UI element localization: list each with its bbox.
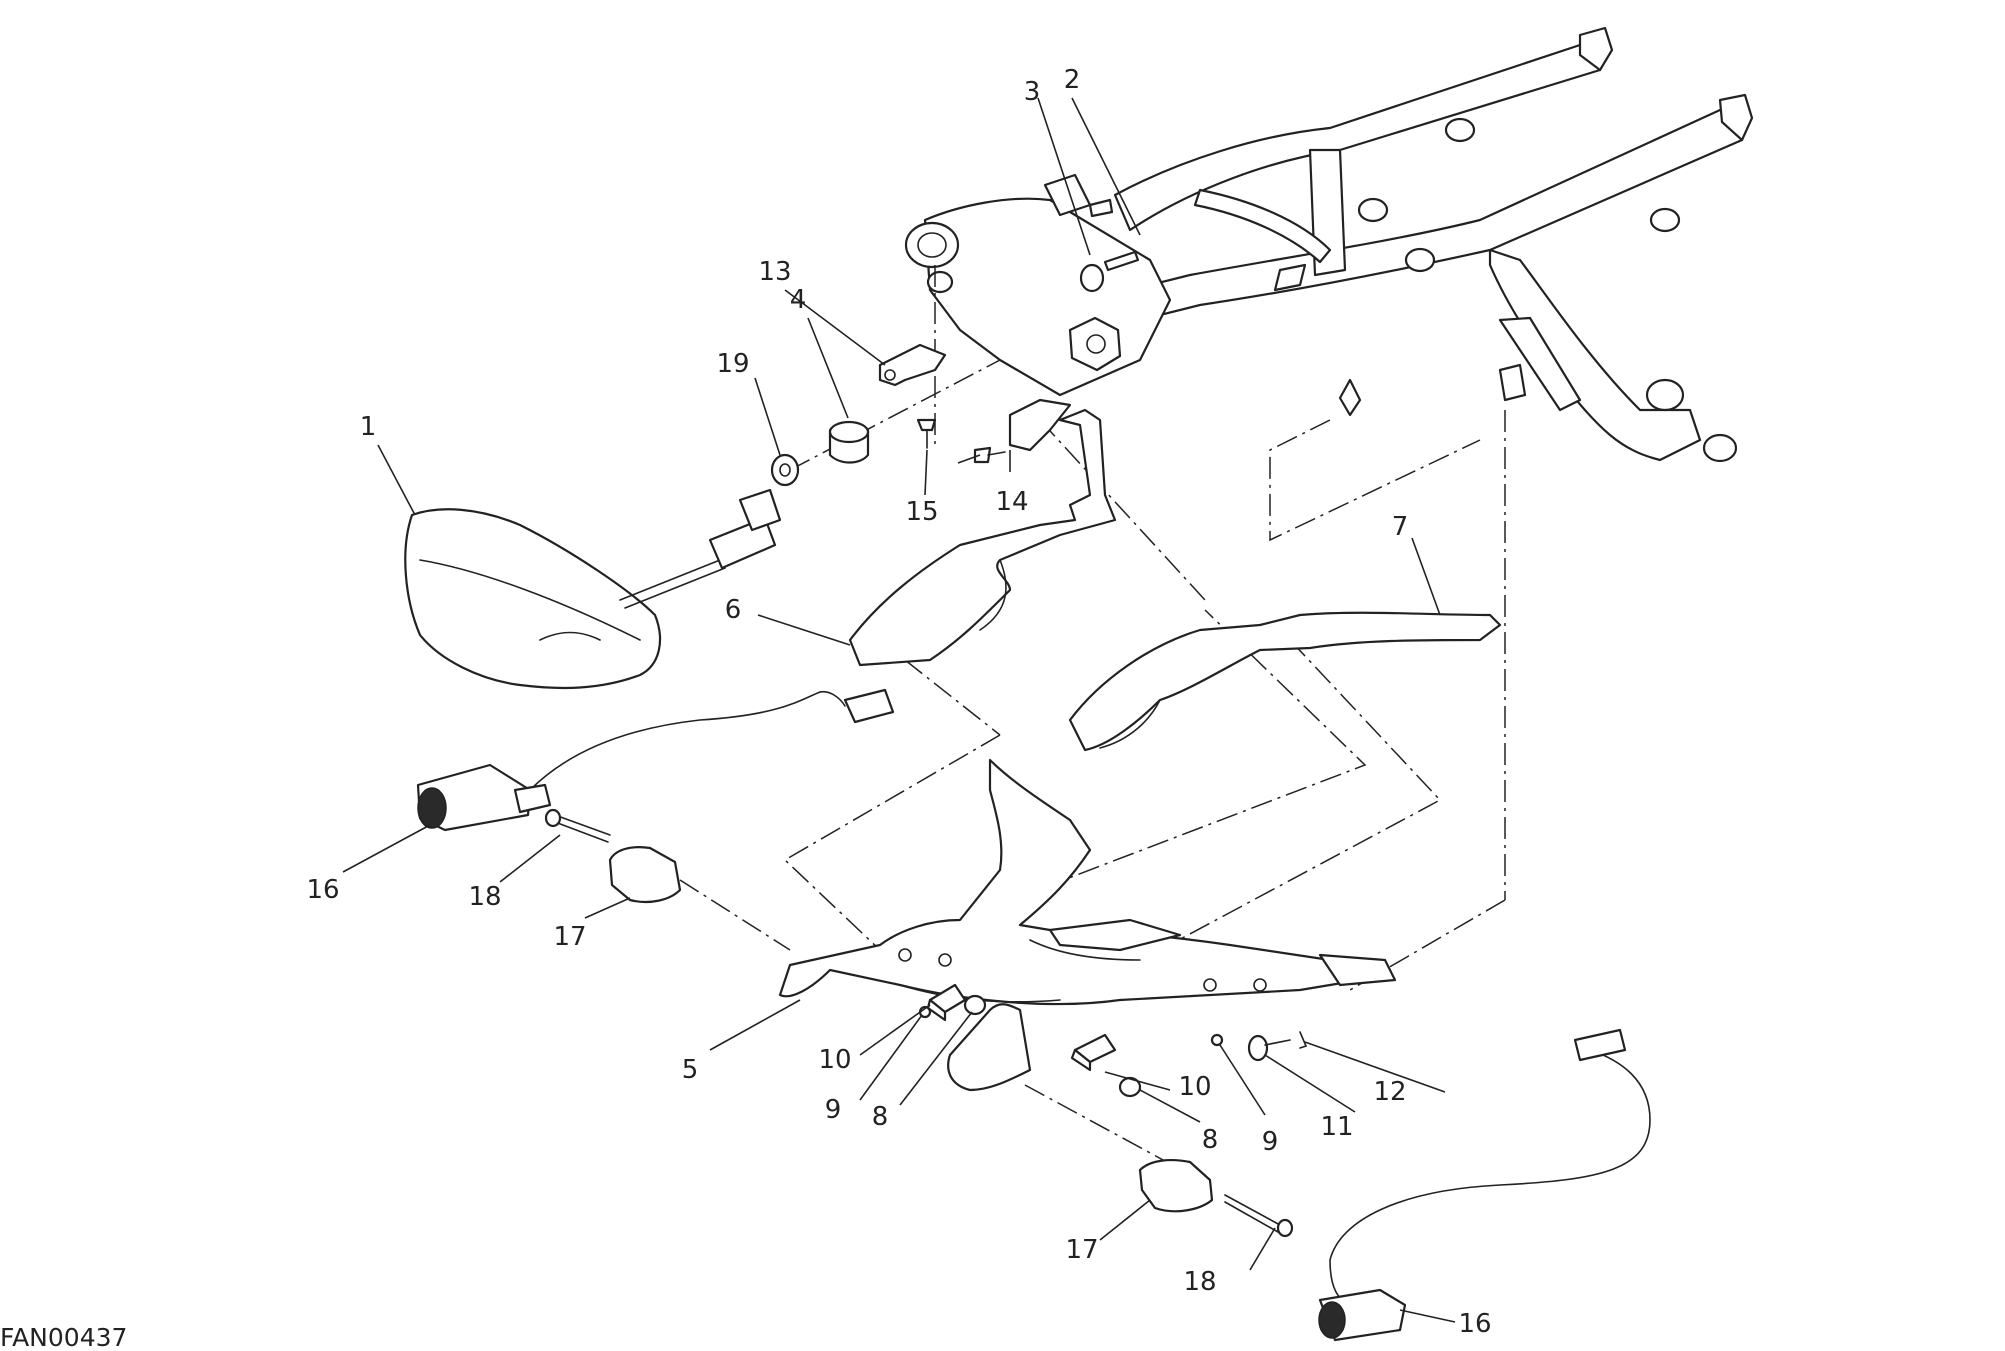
washer-and-spacer: [770, 420, 870, 487]
callout-16-upper: 16: [306, 875, 339, 905]
right-turn-indicator: [1138, 1028, 1651, 1342]
callout-8-lower: 8: [1202, 1125, 1219, 1155]
callout-17-upper: 17: [553, 922, 586, 952]
fasteners: [918, 983, 1308, 1098]
lower-bracket: [778, 758, 1397, 1092]
rear-subframe: [904, 26, 1754, 463]
tail-light: [404, 488, 782, 690]
left-turn-indicator: [416, 688, 895, 904]
callout-16-lower: 16: [1458, 1309, 1491, 1339]
callouts: 1 2 3 4 5 6 7 8 8 9 9 10 10 11 12 13 14 …: [306, 65, 1491, 1339]
callout-7: 7: [1392, 512, 1409, 542]
callout-5: 5: [682, 1055, 699, 1085]
leader-lines: [342, 97, 1456, 1323]
callout-19: 19: [716, 349, 749, 379]
callout-12: 12: [1373, 1077, 1406, 1107]
callout-4: 4: [790, 285, 807, 315]
callout-1: 1: [360, 412, 377, 442]
callout-13: 13: [758, 257, 791, 287]
callout-18-lower: 18: [1183, 1267, 1216, 1297]
callout-10-lower: 10: [1178, 1072, 1211, 1102]
callout-9-lower: 9: [1262, 1127, 1279, 1157]
callout-18-upper: 18: [468, 882, 501, 912]
callout-10-upper: 10: [818, 1045, 851, 1075]
figure-code: FAN00437: [0, 1323, 127, 1351]
small-brackets: [878, 198, 1140, 464]
right-side-cover: [1068, 611, 1502, 752]
callout-6: 6: [725, 595, 742, 625]
callout-14: 14: [995, 487, 1028, 517]
callout-17-lower: 17: [1065, 1235, 1098, 1265]
left-side-cover: [848, 408, 1117, 667]
callout-15: 15: [905, 497, 938, 527]
callout-8-upper: 8: [872, 1102, 889, 1132]
callout-2: 2: [1064, 65, 1081, 95]
callout-3: 3: [1024, 77, 1041, 107]
callout-11: 11: [1320, 1112, 1353, 1142]
callout-9-upper: 9: [825, 1095, 842, 1125]
